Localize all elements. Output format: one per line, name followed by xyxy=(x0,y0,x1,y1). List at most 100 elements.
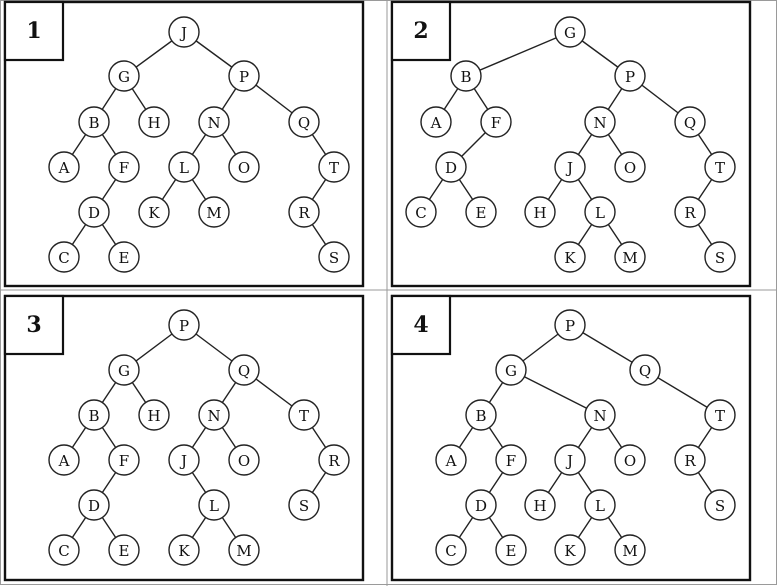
panel-3-node-A: A xyxy=(48,444,80,476)
panel-3-frame xyxy=(3,294,365,582)
panel-1-node-F-circle xyxy=(108,151,140,183)
panel-2-node-K-label: K xyxy=(564,249,576,267)
panel-1-node-B-label: B xyxy=(88,114,99,132)
panel-1-number-box xyxy=(3,0,65,62)
panel-1-node-A-label: A xyxy=(58,159,70,177)
panel-4-node-L-label: L xyxy=(595,497,605,515)
panel-3-node-N-circle xyxy=(198,399,230,431)
panel-4-node-L-circle xyxy=(584,489,616,521)
panel-4-node-P: P xyxy=(554,309,586,341)
panel-3-node-F-circle xyxy=(108,444,140,476)
panel-4-node-N-circle xyxy=(584,399,616,431)
panel-3-node-P-circle xyxy=(168,309,200,341)
panel-4-node-K-circle xyxy=(554,534,586,566)
panel-4-node-A-circle xyxy=(435,444,467,476)
panel-1-node-J-label: J xyxy=(179,24,187,42)
panel-2-node-A: A xyxy=(420,106,452,138)
panel-1-node-R: R xyxy=(288,196,320,228)
panel-4-node-Q-circle xyxy=(629,354,661,386)
panel-2-node-O-label: O xyxy=(624,159,636,177)
panel-2-node-Q: Q xyxy=(674,106,706,138)
panel-3-node-R-label: R xyxy=(328,452,340,470)
panel-3-node-S-label: S xyxy=(299,497,309,515)
panel-2-node-G-circle xyxy=(554,16,586,48)
panel-3-node-T-label: T xyxy=(299,407,309,425)
panel-1-node-Q-label: Q xyxy=(298,114,310,132)
panel-3-node-C: C xyxy=(48,534,80,566)
panel-1-node-F-label: F xyxy=(119,159,129,177)
panel-2-node-C: C xyxy=(405,196,437,228)
panel-2-node-P-circle xyxy=(614,60,646,92)
panel-2-node-R: R xyxy=(674,196,706,228)
panel-4-node-O-circle xyxy=(614,444,646,476)
panel-2-node-N-circle xyxy=(584,106,616,138)
panel-3-node-T: T xyxy=(288,399,320,431)
panel-2-number-box xyxy=(390,0,452,62)
panel-1-node-O-circle xyxy=(228,151,260,183)
panel-4-node-T: T xyxy=(704,399,736,431)
panel-1-node-T-circle xyxy=(318,151,350,183)
panel-3-node-H-circle xyxy=(138,399,170,431)
panel-2-node-R-label: R xyxy=(684,204,696,222)
panel-1-node-P-label: P xyxy=(239,68,249,86)
panel-1-node-H-label: H xyxy=(147,114,160,132)
panel-3-node-J-label: J xyxy=(179,452,187,470)
panel-2-node-T-label: T xyxy=(715,159,725,177)
panel-2-node-P: P xyxy=(614,60,646,92)
panel-3-node-M: M xyxy=(228,534,260,566)
panel-1-node-Q: Q xyxy=(288,106,320,138)
panel-3-node-C-circle xyxy=(48,534,80,566)
panel-2-node-F-label: F xyxy=(491,114,501,132)
panel-3-node-N: N xyxy=(198,399,230,431)
panel-4-node-P-label: P xyxy=(565,317,575,335)
panel-4-node-F-label: F xyxy=(506,452,516,470)
panel-1-node-A-circle xyxy=(48,151,80,183)
panel-3-node-A-circle xyxy=(48,444,80,476)
panel-1-node-R-circle xyxy=(288,196,320,228)
panel-1-node-S-label: S xyxy=(329,249,339,267)
panel-1-frame xyxy=(3,0,365,288)
panel-1-node-N: N xyxy=(198,106,230,138)
panel-1-node-G-label: G xyxy=(118,68,130,86)
panel-2-node-D-circle xyxy=(435,151,467,183)
panel-3-node-A-label: A xyxy=(58,452,70,470)
panel-3-node-B-circle xyxy=(78,399,110,431)
panel-1-node-L-circle xyxy=(168,151,200,183)
panel-2-node-Q-label: Q xyxy=(684,114,696,132)
panel-4-node-Q: Q xyxy=(629,354,661,386)
panel-4-node-G-circle xyxy=(495,354,527,386)
panel-1-node-R-label: R xyxy=(298,204,310,222)
panel-2-node-O-circle xyxy=(614,151,646,183)
panel-1-node-G-circle xyxy=(108,60,140,92)
panel-2-node-S-label: S xyxy=(715,249,725,267)
panel-3-node-Q: Q xyxy=(228,354,260,386)
panel-2-node-J: J xyxy=(554,151,586,183)
panel-3-node-K-label: K xyxy=(178,542,190,560)
panel-4-number-box xyxy=(390,294,452,356)
panel-3-node-E: E xyxy=(108,534,140,566)
panel-3-node-D-circle xyxy=(78,489,110,521)
panel-4-node-S-circle xyxy=(704,489,736,521)
panel-2-node-M-label: M xyxy=(622,249,637,267)
panel-1-node-E: E xyxy=(108,241,140,273)
panel-2-node-D-label: D xyxy=(445,159,457,177)
panel-3-node-O-circle xyxy=(228,444,260,476)
panel-3-node-H-label: H xyxy=(147,407,160,425)
panel-4-node-A-label: A xyxy=(445,452,457,470)
panel-3-node-B-label: B xyxy=(88,407,99,425)
panel-2-node-A-circle xyxy=(420,106,452,138)
panel-3-node-G-label: G xyxy=(118,362,130,380)
panel-3-node-D: D xyxy=(78,489,110,521)
panel-1-node-L: L xyxy=(168,151,200,183)
panel-2-node-Q-circle xyxy=(674,106,706,138)
panel-4-node-O: O xyxy=(614,444,646,476)
panel-2-node-L: L xyxy=(584,196,616,228)
panel-4-node-S-label: S xyxy=(715,497,725,515)
panel-3-node-N-label: N xyxy=(207,407,220,425)
panel-4-node-E-circle xyxy=(495,534,527,566)
panel-1-number: 1 xyxy=(26,18,41,44)
panel-1-node-K-label: K xyxy=(148,204,160,222)
